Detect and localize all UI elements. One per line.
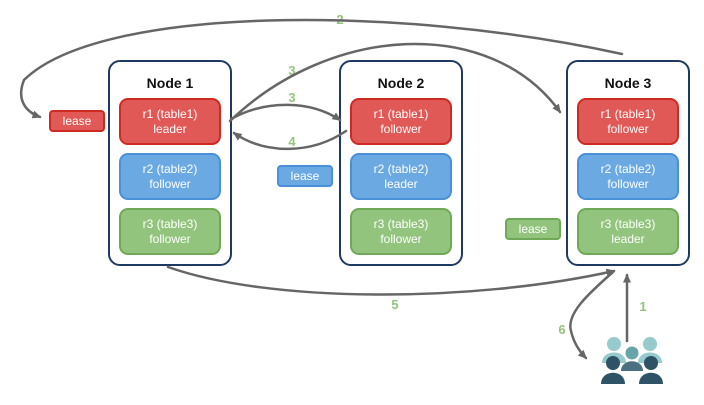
- replica-role: follower: [149, 231, 191, 246]
- node-1-title: Node 1: [146, 75, 194, 91]
- replica-label: r1 (table1): [142, 106, 198, 121]
- lease-badge-red: lease: [49, 110, 105, 132]
- replica-role: follower: [607, 176, 649, 191]
- arrow-step-3-to-node2: [229, 103, 342, 122]
- replica-role: leader: [153, 121, 187, 136]
- node-3-replica-r1: r1 (table1) follower: [577, 98, 679, 145]
- replica-label: r3 (table3): [373, 216, 429, 231]
- replica-label: r2 (table2): [142, 161, 198, 176]
- step-label-3-lower: 3: [288, 90, 296, 105]
- node-1-replica-r1: r1 (table1) leader: [119, 98, 221, 145]
- node-2: Node 2 r1 (table1) follower r2 (table2) …: [339, 60, 463, 266]
- replica-label: r2 (table2): [373, 161, 429, 176]
- lease-badge-blue: lease: [277, 165, 333, 187]
- replica-role: leader: [384, 176, 418, 191]
- step-label-6: 6: [558, 322, 566, 337]
- node-3-replica-r3: r3 (table3) leader: [577, 208, 679, 255]
- node-3-replica-r2: r2 (table2) follower: [577, 153, 679, 200]
- replica-role: follower: [380, 121, 422, 136]
- step-label-3-upper: 3: [288, 63, 296, 78]
- replica-label: r1 (table1): [373, 106, 429, 121]
- replica-label: r3 (table3): [600, 216, 656, 231]
- step-label-1: 1: [639, 299, 647, 314]
- replica-role: leader: [611, 231, 645, 246]
- node-2-replica-r3: r3 (table3) follower: [350, 208, 452, 255]
- users-icon: [601, 337, 663, 384]
- replica-role: follower: [607, 121, 649, 136]
- step-label-4: 4: [288, 134, 296, 149]
- node-3-title: Node 3: [604, 75, 652, 91]
- step-label-5: 5: [391, 297, 399, 312]
- node-1-replica-r3: r3 (table3) follower: [119, 208, 221, 255]
- replica-label: r2 (table2): [600, 161, 656, 176]
- node-2-title: Node 2: [377, 75, 425, 91]
- lease-badge-green: lease: [505, 218, 561, 240]
- arrow-step-5: [166, 265, 616, 296]
- replica-role: follower: [149, 176, 191, 191]
- replica-role: follower: [380, 231, 422, 246]
- replica-label: r1 (table1): [600, 106, 656, 121]
- replica-label: r3 (table3): [142, 216, 198, 231]
- node-3: Node 3 r1 (table1) follower r2 (table2) …: [566, 60, 690, 266]
- node-2-replica-r1: r1 (table1) follower: [350, 98, 452, 145]
- node-1-replica-r2: r2 (table2) follower: [119, 153, 221, 200]
- node-1: Node 1 r1 (table1) leader r2 (table2) fo…: [108, 60, 232, 266]
- node-2-replica-r2: r2 (table2) leader: [350, 153, 452, 200]
- step-label-2: 2: [336, 12, 344, 27]
